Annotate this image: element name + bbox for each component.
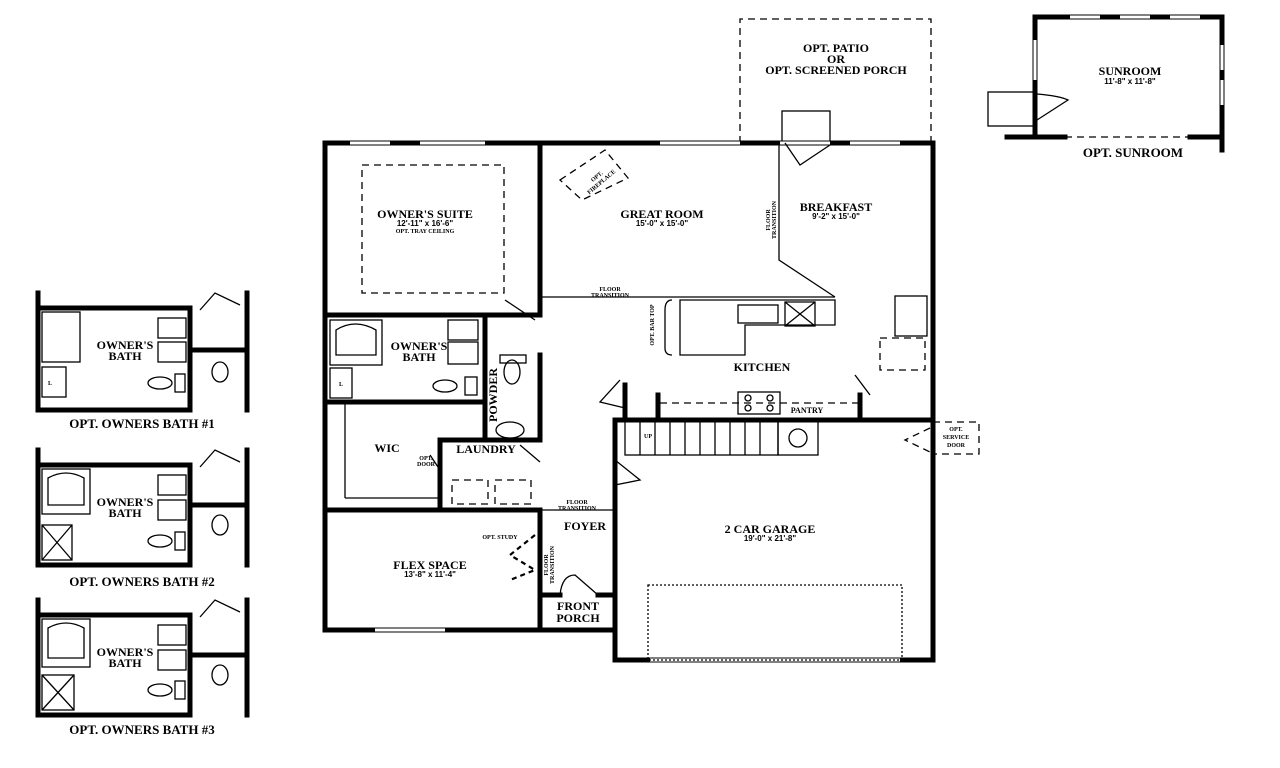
floor-transition-note-4: TRANSITION	[772, 200, 778, 239]
garage-label: 2 CAR GARAGE	[725, 522, 816, 536]
service-door-note-1: OPT.	[949, 427, 963, 433]
flex-space-label: FLEX SPACE	[393, 558, 466, 572]
powder-label: POWDER	[486, 368, 500, 422]
option-bath-2: OWNER'S BATH OPT. OWNERS BATH #2	[35, 447, 250, 589]
front-porch-label-2: PORCH	[556, 611, 600, 625]
opt-door-note-2: DOOR	[417, 462, 436, 468]
floor-transition-note-5: FLOOR	[566, 500, 588, 506]
floor-transition-note-1: FLOOR	[599, 287, 621, 293]
kitchen-label: KITCHEN	[734, 360, 791, 374]
owners-suite-note: OPT. TRAY CEILING	[396, 229, 455, 235]
great-room-label: GREAT ROOM	[620, 207, 703, 221]
option-bath-2-label-1: OWNER'S	[97, 495, 154, 509]
option-bath-1-caption: OPT. OWNERS BATH #1	[69, 416, 214, 431]
floor-transition-note-7: FLOOR	[544, 554, 550, 576]
option-bath-3-label-1: OWNER'S	[97, 645, 154, 659]
front-porch-label-1: FRONT	[557, 599, 599, 613]
pantry-label: PANTRY	[791, 406, 824, 415]
owners-bath-label-1: OWNER'S	[391, 339, 448, 353]
option-bath-1-label-2: BATH	[108, 349, 142, 363]
floor-transition-note-8: TRANSITION	[550, 545, 556, 584]
stairs-up-label: UP	[644, 434, 652, 440]
floor-transition-note-6: TRANSITION	[558, 506, 597, 512]
room-labels: OWNER'S SUITE 12'-11" x 16'-6" OPT. TRAY…	[339, 169, 969, 625]
patio-label-2: OR	[827, 52, 845, 66]
option-bath-2-label-2: BATH	[108, 506, 142, 520]
laundry-label: LAUNDRY	[456, 442, 516, 456]
sunroom-dims: 11'-8" x 11'-8"	[1104, 77, 1156, 86]
option-bath-1-label-1: OWNER'S	[97, 338, 154, 352]
garage-dims: 19'-0" x 21'-8"	[744, 534, 797, 543]
flex-space-dims: 13'-8" x 11'-4"	[404, 570, 456, 579]
breakfast-label: BREAKFAST	[800, 200, 872, 214]
option-bath-3-label-2: BATH	[108, 656, 142, 670]
floor-transition-note-3: FLOOR	[766, 209, 772, 231]
option-bath-3-caption: OPT. OWNERS BATH #3	[69, 722, 215, 737]
sunroom-label: SUNROOM	[1099, 64, 1162, 78]
breakfast-dims: 9'-2" x 15'-0"	[812, 212, 860, 221]
owners-suite-dims: 12'-11" x 16'-6"	[397, 219, 454, 228]
option-bath-1: L OWNER'S BATH OPT. OWNERS BATH #1	[35, 290, 250, 431]
option-bath-2-caption: OPT. OWNERS BATH #2	[69, 574, 214, 589]
patio-label-3: OPT. SCREENED PORCH	[765, 63, 907, 77]
bar-top-note: OPT. BAR TOP	[650, 304, 656, 346]
foyer-label: FOYER	[564, 519, 606, 533]
opt-door-note-1: OPT.	[419, 456, 433, 462]
owners-suite-label: OWNER'S SUITE	[377, 207, 473, 221]
floor-transition-note-2: TRANSITION	[591, 293, 630, 299]
patio-label-1: OPT. PATIO	[803, 41, 869, 55]
linen-label: L	[339, 382, 343, 388]
main-house: UP	[322, 140, 980, 663]
option-bath-3: OWNER'S BATH OPT. OWNERS BATH #3	[35, 597, 250, 737]
wic-label: WIC	[374, 441, 399, 455]
service-door-note-2: SERVICE	[943, 435, 969, 441]
great-room-dims: 15'-0" x 15'-0"	[636, 219, 689, 228]
sunroom-caption: OPT. SUNROOM	[1083, 145, 1183, 160]
linen-label: L	[48, 381, 52, 387]
owners-bath-label-2: BATH	[402, 350, 436, 364]
opt-sunroom: SUNROOM 11'-8" x 11'-8" OPT. SUNROOM	[987, 14, 1225, 160]
service-door-note-3: DOOR	[947, 443, 966, 449]
opt-study-note: OPT. STUDY	[482, 535, 518, 541]
opt-patio: OPT. PATIO OR OPT. SCREENED PORCH	[739, 18, 932, 144]
stairs: UP	[624, 419, 779, 456]
